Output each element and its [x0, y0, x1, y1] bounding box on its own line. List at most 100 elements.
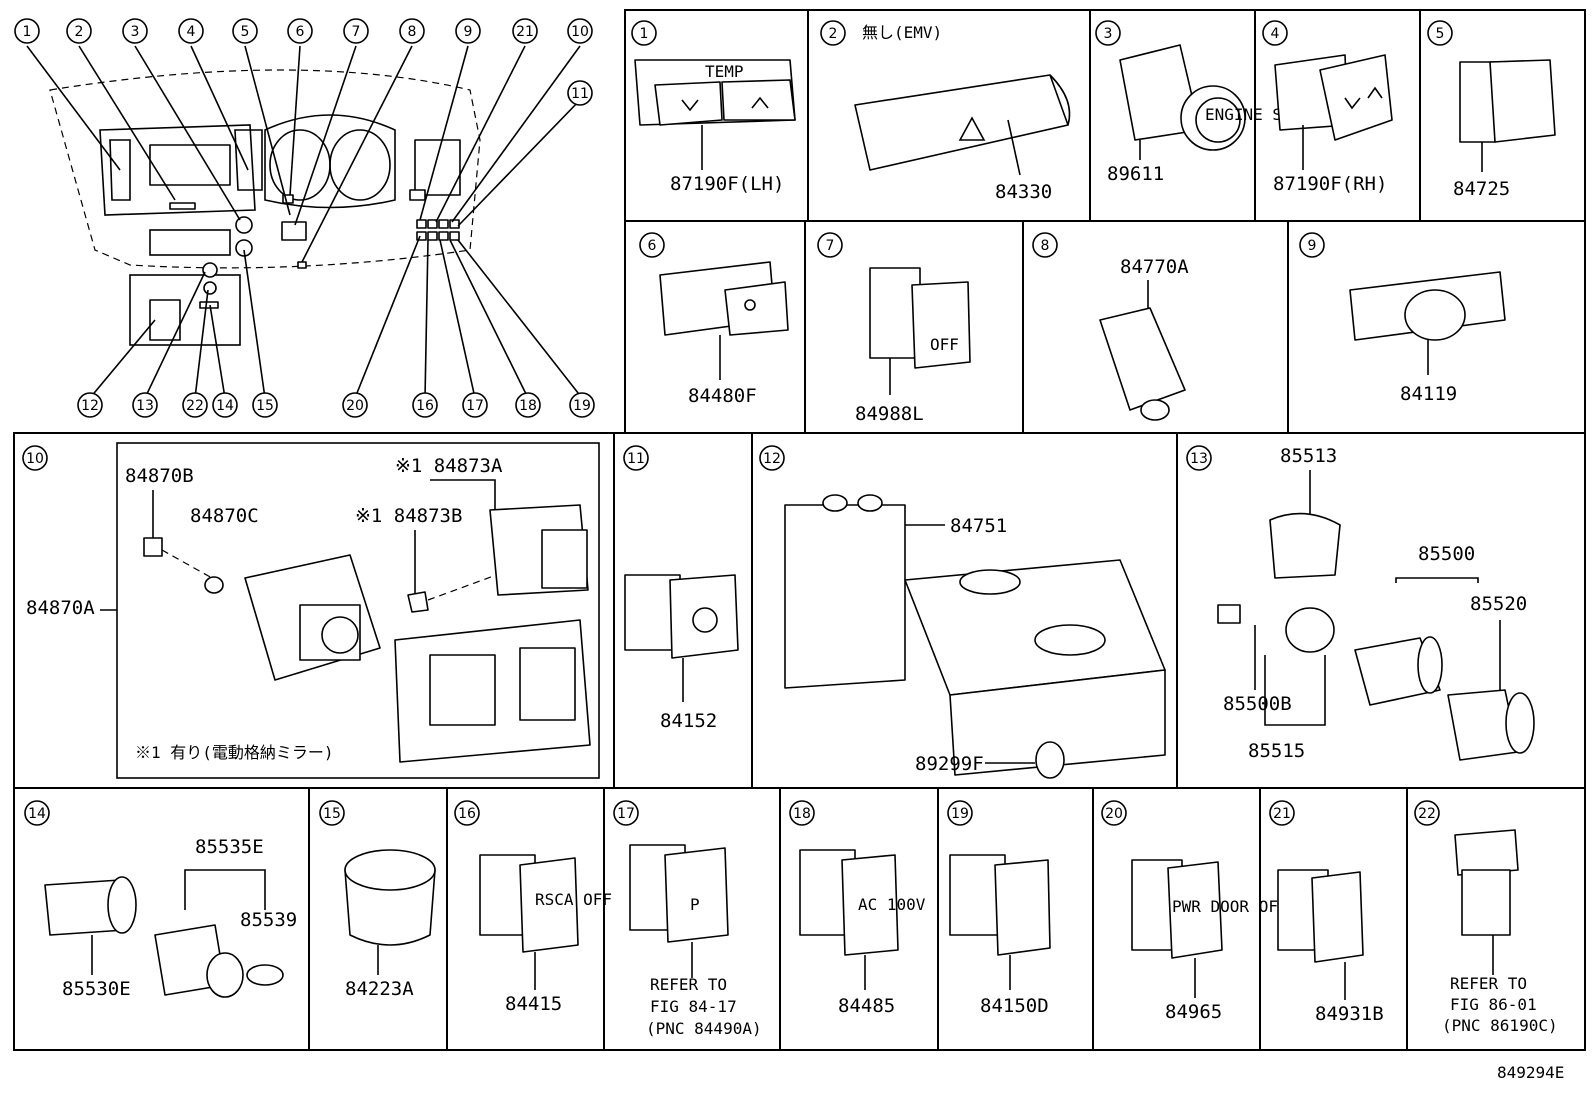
overview-callout-circle: [212, 392, 238, 418]
overview-callout-circle: [122, 18, 148, 44]
label: 4: [1271, 26, 1280, 42]
cell-3: 3 ENGINE START STOP 89611: [1095, 20, 1369, 185]
label: 84485: [838, 995, 895, 1017]
overview-callout-circle: [462, 392, 488, 418]
label: 85500B: [1223, 693, 1292, 715]
label: 84751: [950, 515, 1007, 537]
overview-callout-number: 19: [573, 398, 591, 414]
cell-15: 15 84223A: [319, 800, 436, 1000]
label: 9: [1308, 238, 1317, 254]
label: 84725: [1453, 178, 1510, 200]
label: 89611: [1107, 163, 1164, 185]
overview-callout-number: 17: [466, 398, 484, 414]
overview-callout-number: 9: [464, 24, 473, 40]
label: 3: [1104, 26, 1113, 42]
label: 87190F(RH): [1273, 173, 1387, 195]
label: FIG 86-01: [1450, 995, 1537, 1014]
label: 85520: [1470, 593, 1527, 615]
overview-callout-circle: [567, 18, 593, 44]
overview-callout-number: 6: [296, 24, 305, 40]
footnote: ※1 有り(電動格納ミラー): [135, 743, 334, 762]
overview-callout-number: 10: [571, 24, 589, 40]
overview-callout-circle: [77, 392, 103, 418]
label: 85539: [240, 909, 297, 931]
label: 85530E: [62, 978, 131, 1000]
overview-callout-number: 5: [241, 24, 250, 40]
overview-callout-number: 22: [186, 398, 204, 414]
overview-switch-cluster: [416, 219, 460, 241]
svg-text:P: P: [690, 895, 700, 914]
diagram-id: 849294E: [1497, 1063, 1564, 1082]
label: 19: [951, 806, 969, 822]
label: 84931B: [1315, 1003, 1384, 1025]
cell-7: 7 OFF 84988L: [817, 232, 971, 425]
label: 84870B: [125, 465, 194, 487]
label: 6: [648, 238, 657, 254]
label: 13: [1190, 451, 1208, 467]
cell-18: 18 AC 100V 84485: [789, 800, 926, 1017]
overview-callout-circle: [343, 18, 369, 44]
cell-21: 21 84931B: [1269, 800, 1384, 1025]
cell-4: 4 87190F(RH): [1262, 20, 1393, 195]
cell-note: 無し(EMV): [862, 23, 942, 42]
overview-callout-circle: [342, 392, 368, 418]
label: 84870C: [190, 505, 259, 527]
label: 84152: [660, 710, 717, 732]
label: 12: [763, 451, 781, 467]
cell-13: 13 85513 85500 85520 85500B 85515: [1186, 445, 1535, 762]
overview-callout-circle: [567, 80, 593, 106]
label: 18: [793, 806, 811, 822]
label: 84119: [1400, 383, 1457, 405]
overview-callout-number: 13: [136, 398, 154, 414]
cell-14: 14 85530E 85535E 85539: [24, 800, 297, 1000]
part-number: 87190F(LH): [670, 173, 784, 195]
label: 84480F: [688, 385, 757, 407]
cell-8: 8 84770A: [1032, 232, 1189, 421]
label: 20: [1105, 806, 1123, 822]
overview-callout-number: 8: [408, 24, 417, 40]
label: 85535E: [195, 836, 264, 858]
label: 85513: [1280, 445, 1337, 467]
label: (PNC 84490A): [646, 1019, 762, 1038]
label: 85500: [1418, 543, 1475, 565]
overview-callout-circle: [14, 18, 40, 44]
cell-number: 1: [640, 26, 649, 42]
overview-callout-circle: [412, 392, 438, 418]
label: 15: [323, 806, 341, 822]
overview-callout-number: 14: [216, 398, 234, 414]
cell-22: 22 REFER TO FIG 86-01 (PNC 86190C): [1414, 800, 1558, 1035]
overview-callout-number: 15: [256, 398, 274, 414]
label: 2: [829, 26, 838, 42]
label: AC 100V: [858, 895, 926, 914]
label: ※1 84873B: [355, 505, 462, 527]
overview-callout-number: 11: [571, 86, 589, 102]
label: OFF: [930, 335, 959, 354]
overview-callout-circle: [287, 18, 313, 44]
badge: TEMP: [705, 62, 744, 81]
label: FIG 84-17: [650, 997, 737, 1016]
overview-callout-number: 1: [23, 24, 32, 40]
label: REFER TO: [1450, 974, 1527, 993]
cell-6: 6 84480F: [639, 232, 789, 407]
overview-callout-circle: [66, 18, 92, 44]
label: 10: [26, 451, 44, 467]
overview-callout-circle: [512, 18, 538, 44]
cell-10: 10 84870A 84870B 84870C ※1 84873A ※1 848…: [22, 445, 591, 763]
label: 7: [826, 238, 835, 254]
label: 84330: [995, 181, 1052, 203]
cell-12: 12 84751 89299F: [759, 445, 1166, 779]
label: 84770A: [1120, 256, 1189, 278]
label: 5: [1436, 26, 1445, 42]
label: 84988L: [855, 403, 924, 425]
grid-frames: [13, 9, 1586, 1051]
overview-callout-number: 7: [352, 24, 361, 40]
overview-callout-number: 4: [187, 24, 196, 40]
label: PWR DOOR OFF: [1172, 897, 1288, 916]
label: 84223A: [345, 978, 414, 1000]
label: 84150D: [980, 995, 1049, 1017]
overview-callout-circle: [252, 392, 278, 418]
label: 84415: [505, 993, 562, 1015]
cell-11: 11 84152: [623, 445, 739, 732]
label: 14: [28, 806, 46, 822]
